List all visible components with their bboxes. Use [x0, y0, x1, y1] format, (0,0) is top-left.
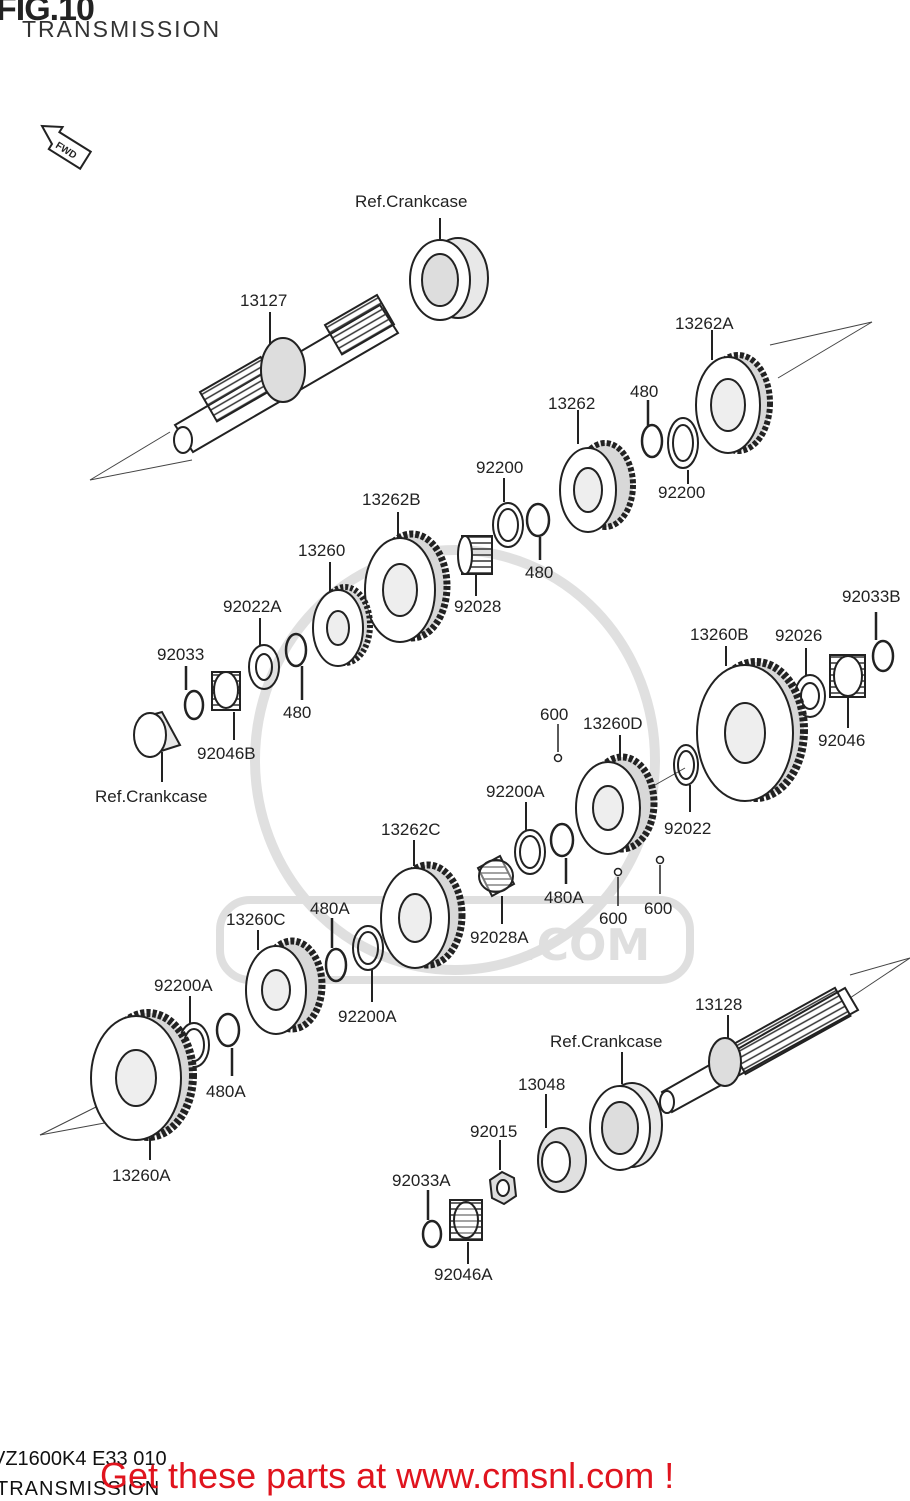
gear-13260C: [245, 930, 326, 1035]
label-600-b: 600: [644, 899, 672, 918]
circlip-480A-low: [215, 1012, 241, 1076]
needle-bearing-92046A: [449, 1199, 483, 1264]
crankcase-bearing-left: [133, 710, 182, 782]
label-92026: 92026: [775, 626, 822, 645]
label-92022A: 92022A: [223, 597, 282, 616]
label-92022: 92022: [664, 819, 711, 838]
label-92200A-left: 92200A: [154, 976, 213, 995]
circlip-480A-left: [324, 918, 348, 983]
label-600-a: 600: [599, 909, 627, 928]
gear-13262C: [380, 840, 466, 969]
label-92200-right: 92200: [658, 483, 705, 502]
diagram-code: VZ1600K4 E33 010: [0, 1448, 167, 1470]
label-92033B: 92033B: [842, 587, 901, 606]
label-13262: 13262: [548, 394, 595, 413]
label-13260D: 13260D: [583, 714, 643, 733]
label-480A-low: 480A: [206, 1082, 246, 1101]
washer-92022: [673, 744, 699, 812]
label-480-left: 480: [283, 703, 311, 722]
label-92033: 92033: [157, 645, 204, 664]
crankcase-bearing-low: [589, 1052, 663, 1171]
label-13260B: 13260B: [690, 625, 749, 644]
label-92046A: 92046A: [434, 1265, 493, 1284]
ball-600-top: [553, 724, 563, 763]
watermark: .COM: [216, 545, 694, 984]
label-600-top: 600: [540, 705, 568, 724]
label-480-mid: 480: [525, 563, 553, 582]
needle-bearing-92028A: [476, 854, 516, 924]
gear-13260B: [696, 646, 808, 802]
gear-13262B: [364, 512, 451, 643]
label-92200A-mid: 92200A: [486, 782, 545, 801]
washer-92022A: [248, 618, 280, 690]
promo-link[interactable]: Get these parts at www.cmsnl.com !: [100, 1455, 675, 1496]
ball-600-b: [655, 855, 665, 894]
label-92028A: 92028A: [470, 928, 529, 947]
main-shaft-13127: [173, 293, 400, 454]
needle-bearing-92046: [829, 654, 866, 728]
label-480A-left: 480A: [310, 899, 350, 918]
label-480-top: 480: [630, 382, 658, 401]
label-ref-crankcase-low: Ref.Crankcase: [550, 1032, 662, 1051]
circlip-92033B: [871, 612, 895, 673]
figure-title: TRANSMISSION: [22, 16, 222, 42]
part-labels: Ref.Crankcase 13127 13262A 480 13262 922…: [95, 192, 901, 1284]
footer-subtitle: TRANSMISSION: [0, 1478, 161, 1500]
crankcase-bearing-top: [409, 218, 489, 321]
circlip-480A-mid: [549, 822, 575, 884]
washer-92200-right: [667, 417, 699, 484]
needle-bearing-92046B: [211, 671, 241, 740]
circlip-480-left: [284, 632, 308, 700]
watermark-text: .COM: [520, 920, 650, 971]
label-92200A-right: 92200A: [338, 1007, 397, 1026]
label-92046: 92046: [818, 731, 865, 750]
nut-92015: [488, 1140, 518, 1206]
needle-bearing-92028: [457, 535, 493, 596]
label-13128: 13128: [695, 995, 742, 1014]
circlip-92033A: [421, 1190, 443, 1249]
label-13260C: 13260C: [226, 910, 286, 929]
axis-lines: [39, 321, 910, 1136]
label-92033A: 92033A: [392, 1171, 451, 1190]
label-13262B: 13262B: [362, 490, 421, 509]
circlip-480-mid: [525, 502, 551, 560]
label-13262C: 13262C: [381, 820, 441, 839]
label-13262A: 13262A: [675, 314, 734, 333]
sprocket-hub-13048: [537, 1094, 587, 1193]
label-ref-crankcase-top: Ref.Crankcase: [355, 192, 467, 211]
fwd-arrow-icon: FWD: [40, 124, 93, 171]
label-13260A: 13260A: [112, 1166, 171, 1185]
label-13048: 13048: [518, 1075, 565, 1094]
label-92028: 92028: [454, 597, 501, 616]
gear-13260D: [575, 735, 658, 855]
label-13127: 13127: [240, 291, 287, 310]
label-480A-mid: 480A: [544, 888, 584, 907]
washer-92200-left: [492, 478, 524, 548]
washer-92200A-mid: [514, 802, 546, 875]
label-92200-left: 92200: [476, 458, 523, 477]
label-13260: 13260: [298, 541, 345, 560]
label-92046B: 92046B: [197, 744, 256, 763]
label-ref-crankcase-left: Ref.Crankcase: [95, 787, 207, 806]
drive-shaft-13128: [659, 986, 860, 1114]
gear-13260: [312, 562, 373, 667]
gear-13260A: [90, 1009, 197, 1160]
gear-13262: [559, 410, 636, 533]
figure-number: FIG.10: [0, 0, 95, 28]
label-92015: 92015: [470, 1122, 517, 1141]
circlip-92033: [183, 666, 205, 721]
washer-92200A-right: [352, 925, 384, 1002]
gear-13262A: [695, 330, 773, 454]
circlip-480-top: [640, 400, 664, 459]
ball-600-a: [613, 867, 623, 906]
